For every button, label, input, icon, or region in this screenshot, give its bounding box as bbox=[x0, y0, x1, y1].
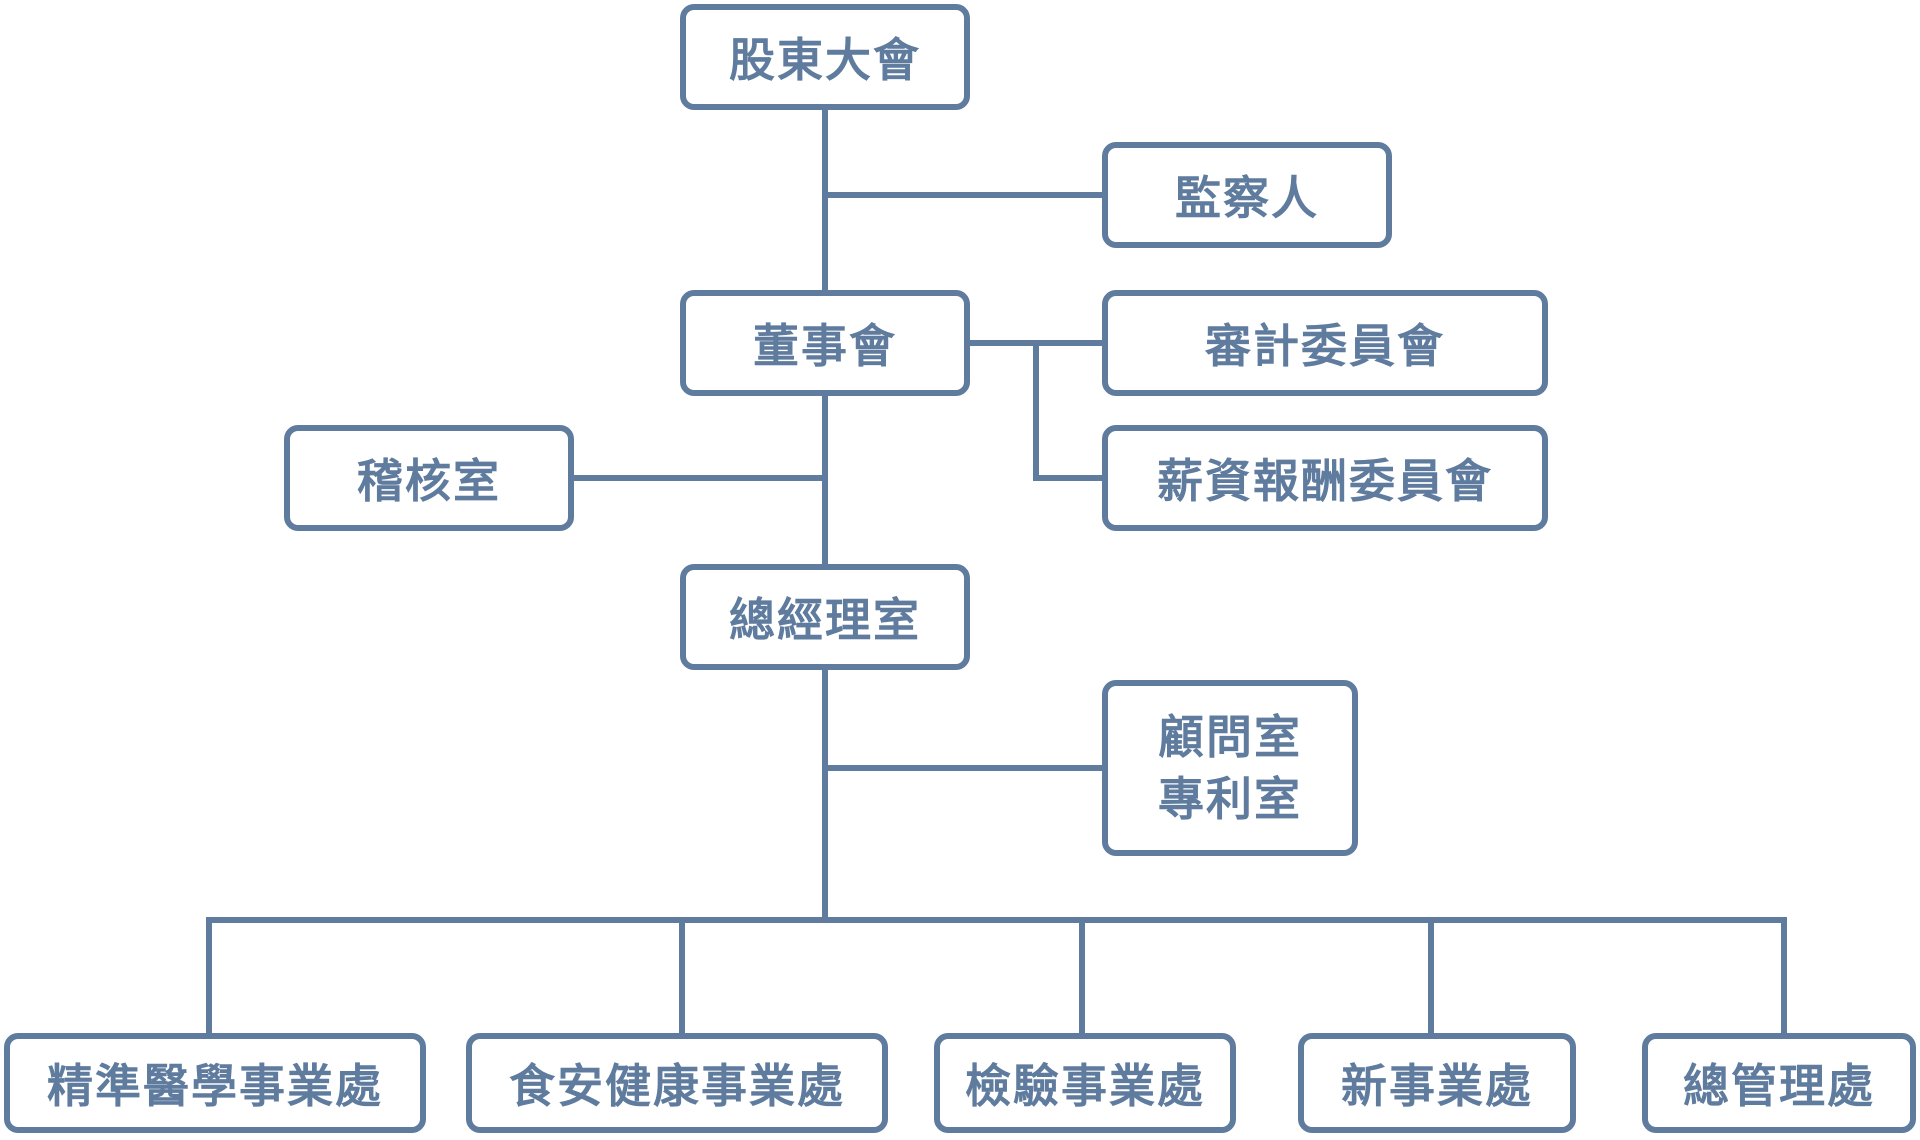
advisor-patent-office-box: 顧問室 專利室 bbox=[1102, 680, 1358, 856]
internal-audit-label: 稽核室 bbox=[357, 454, 501, 508]
division-label: 食安健康事業處 bbox=[509, 1059, 845, 1113]
general-manager-office-label: 總經理室 bbox=[729, 593, 921, 647]
division-label: 檢驗事業處 bbox=[965, 1059, 1205, 1113]
compensation-committee-box: 薪資報酬委員會 bbox=[1102, 425, 1548, 531]
supervisor-label: 監察人 bbox=[1175, 171, 1319, 225]
advisor-office-label: 顧問室 bbox=[1158, 710, 1302, 764]
general-manager-office-box: 總經理室 bbox=[680, 564, 970, 670]
audit-committee-label: 審計委員會 bbox=[1205, 319, 1445, 373]
division-box: 總管理處 bbox=[1642, 1033, 1916, 1133]
shareholders-meeting-box: 股東大會 bbox=[680, 4, 970, 110]
board-of-directors-label: 董事會 bbox=[753, 319, 897, 373]
division-label: 總管理處 bbox=[1683, 1059, 1875, 1113]
division-box: 檢驗事業處 bbox=[934, 1033, 1236, 1133]
division-box: 新事業處 bbox=[1298, 1033, 1576, 1133]
patent-office-label: 專利室 bbox=[1158, 772, 1302, 826]
advisor-patent-office-labels: 顧問室 專利室 bbox=[1158, 706, 1302, 830]
audit-committee-box: 審計委員會 bbox=[1102, 290, 1548, 396]
compensation-committee-label: 薪資報酬委員會 bbox=[1157, 454, 1493, 508]
division-label: 精準醫學事業處 bbox=[47, 1059, 383, 1113]
supervisor-box: 監察人 bbox=[1102, 142, 1392, 248]
shareholders-meeting-label: 股東大會 bbox=[729, 33, 921, 87]
division-box: 食安健康事業處 bbox=[466, 1033, 888, 1133]
internal-audit-box: 稽核室 bbox=[284, 425, 574, 531]
division-label: 新事業處 bbox=[1341, 1059, 1533, 1113]
division-box: 精準醫學事業處 bbox=[4, 1033, 426, 1133]
compensation-committee-connector bbox=[1033, 340, 1105, 481]
board-of-directors-box: 董事會 bbox=[680, 290, 970, 396]
